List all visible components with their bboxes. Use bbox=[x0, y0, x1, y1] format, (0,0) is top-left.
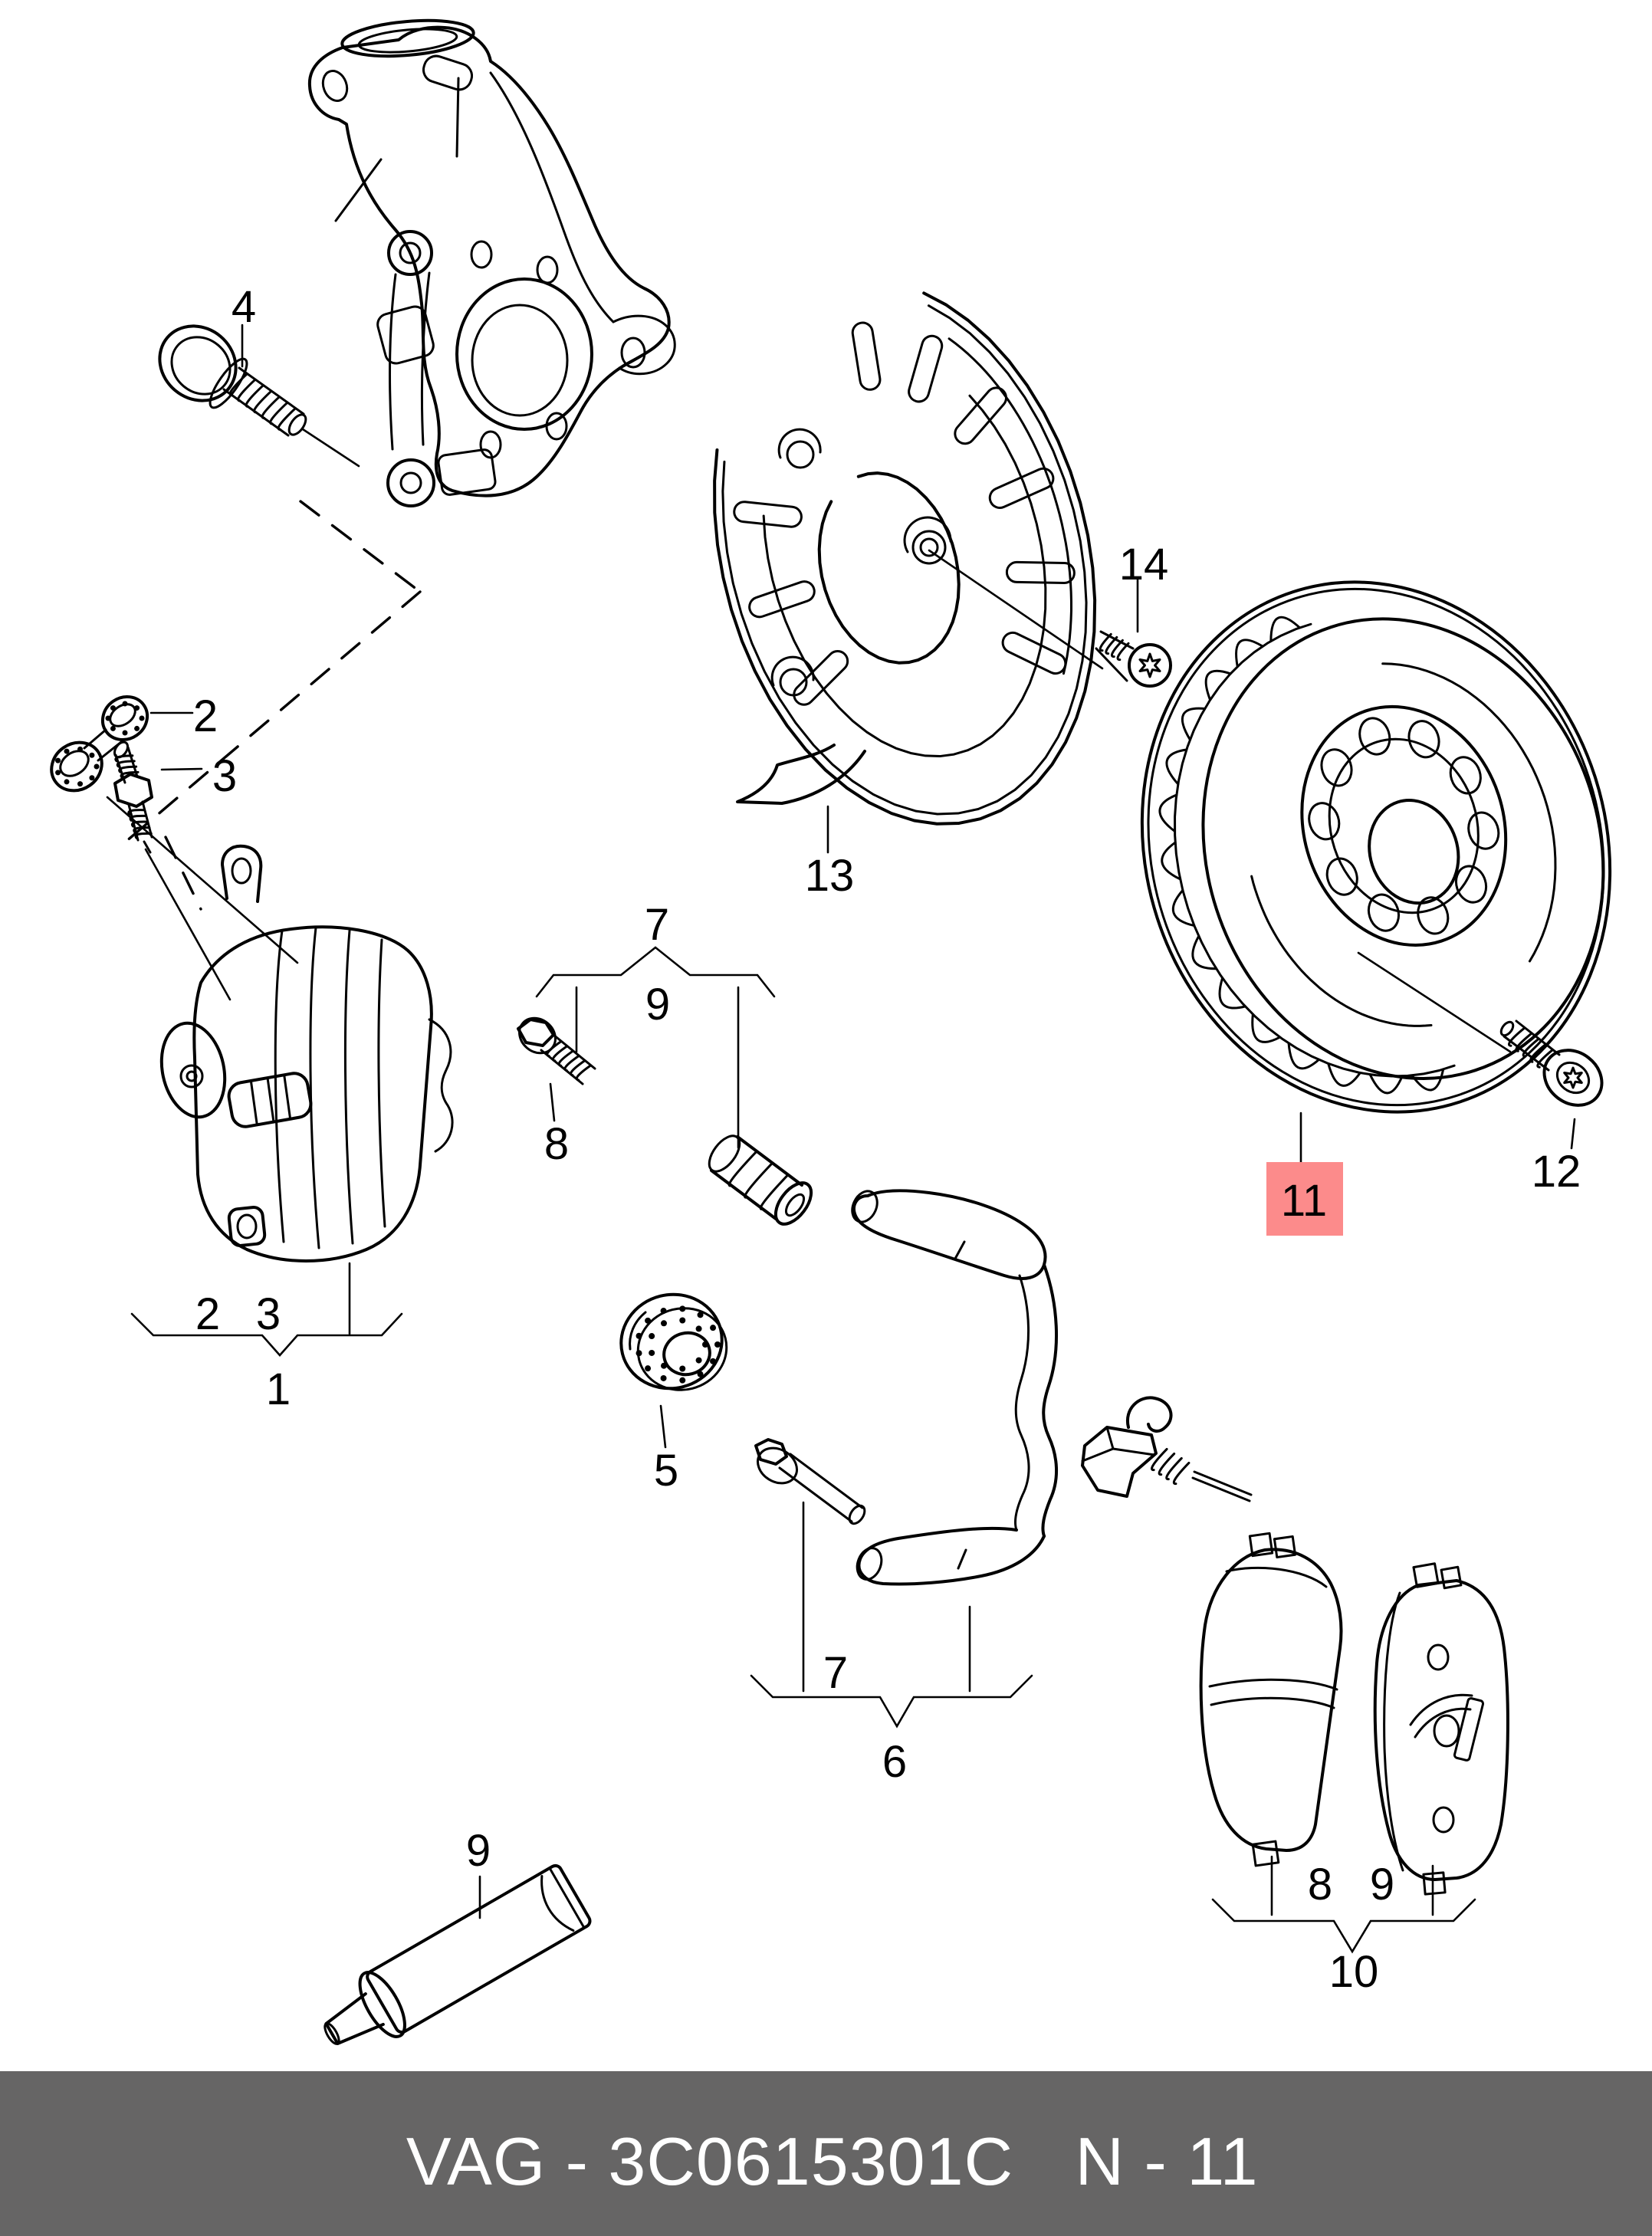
label-7b[interactable]: 7 bbox=[823, 1648, 848, 1698]
footer-page-code: N - 11 bbox=[1075, 2123, 1258, 2199]
label-13[interactable]: 13 bbox=[805, 851, 855, 901]
grease-tube bbox=[324, 1863, 592, 2045]
part-number-labels: 4 2 3 2 3 1 7 9 8 5 13 14 11 12 7 6 8 9 … bbox=[193, 282, 1581, 1997]
label-2[interactable]: 2 bbox=[193, 691, 218, 741]
steering-knuckle bbox=[307, 18, 676, 507]
label-12[interactable]: 12 bbox=[1532, 1147, 1581, 1197]
knuckle-ear-hole bbox=[321, 70, 349, 102]
carrier-bolt bbox=[754, 1438, 866, 1525]
label-8a[interactable]: 8 bbox=[544, 1119, 569, 1169]
bleeder-stud bbox=[113, 740, 153, 854]
label-3[interactable]: 3 bbox=[212, 751, 237, 801]
disc-set-screw bbox=[1357, 951, 1604, 1150]
label-9c[interactable]: 9 bbox=[466, 1826, 491, 1876]
hub-bore bbox=[455, 277, 593, 431]
label-7a[interactable]: 7 bbox=[645, 900, 669, 950]
group-brackets bbox=[130, 946, 1476, 1954]
label-11-highlighted[interactable]: 11 bbox=[1281, 1176, 1327, 1226]
shield-screw bbox=[1095, 630, 1172, 688]
label-4[interactable]: 4 bbox=[232, 282, 256, 332]
splash-shield bbox=[713, 291, 1097, 826]
label-1[interactable]: 1 bbox=[266, 1364, 291, 1414]
assembly-reference-lines bbox=[106, 500, 422, 1001]
label-5[interactable]: 5 bbox=[654, 1446, 678, 1496]
disc-friction-face bbox=[1201, 617, 1605, 1080]
brake-disc bbox=[1140, 580, 1612, 1114]
disc-hub bbox=[1300, 704, 1508, 947]
bearing-ring bbox=[619, 1292, 728, 1391]
highlight-box[interactable] bbox=[1266, 1162, 1343, 1236]
leader-bolt4 bbox=[301, 428, 360, 468]
knuckle-lower-eyelet bbox=[386, 458, 435, 507]
label-9b[interactable]: 9 bbox=[1370, 1860, 1394, 1909]
disc-center-bore bbox=[1368, 799, 1460, 905]
knuckle-pinch-bolt bbox=[158, 324, 360, 468]
brake-caliper bbox=[159, 844, 454, 1262]
caliper-carrier bbox=[851, 1189, 1058, 1586]
label-2b[interactable]: 2 bbox=[195, 1289, 220, 1339]
label-6[interactable]: 6 bbox=[882, 1737, 907, 1787]
label-3b[interactable]: 3 bbox=[256, 1289, 281, 1339]
wear-sensor bbox=[1081, 1396, 1253, 1502]
footer-bar: VAG - 3C0615301C N - 11 bbox=[0, 2071, 1652, 2236]
footer-background bbox=[0, 2071, 1652, 2236]
brake-pad-inner bbox=[1199, 1532, 1343, 1867]
footer-catalog-code: VAG - 3C0615301C bbox=[406, 2123, 1013, 2199]
label-10[interactable]: 10 bbox=[1329, 1947, 1379, 1997]
leader-lines bbox=[149, 323, 1434, 1919]
label-9a[interactable]: 9 bbox=[645, 980, 670, 1029]
brake-pad-outer bbox=[1373, 1562, 1509, 1896]
caliper-guide-bolt bbox=[517, 1016, 596, 1085]
guide-sleeve bbox=[708, 1134, 813, 1226]
label-8b[interactable]: 8 bbox=[1308, 1860, 1332, 1909]
guide-pin-set bbox=[50, 694, 149, 793]
label-14[interactable]: 14 bbox=[1119, 540, 1169, 589]
caliper-window bbox=[227, 1072, 313, 1128]
